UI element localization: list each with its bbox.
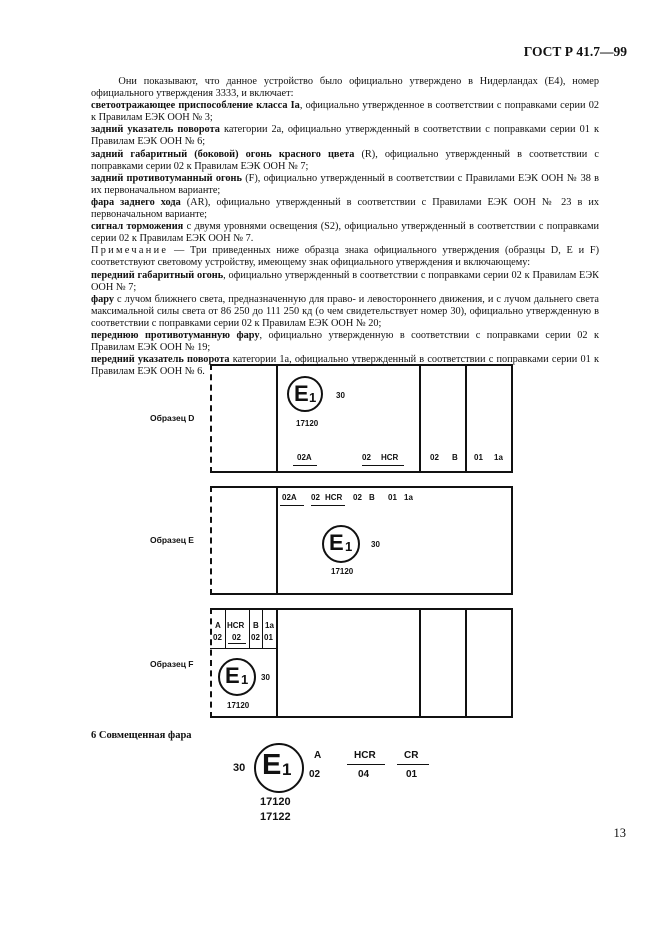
paragraph: задний габаритный (боковой) огонь красно… xyxy=(91,148,599,172)
sample-f-label: Образец F xyxy=(150,659,194,669)
code-1a: 1a xyxy=(494,453,503,462)
mark-letter: E xyxy=(294,381,309,406)
approval-circle xyxy=(218,658,256,696)
code-a: A xyxy=(314,750,322,761)
double-arrow-icon xyxy=(311,505,345,506)
approval-code: 17120 xyxy=(331,567,354,576)
paragraph: задний противотуманный огонь (F), официа… xyxy=(91,172,599,196)
code-hcr: HCR xyxy=(325,493,343,502)
paragraph: задний указатель поворота категории 2а, … xyxy=(91,124,599,148)
section-6-title: 6 Совмещенная фара xyxy=(91,730,192,741)
sample-d-frame xyxy=(210,364,513,473)
paragraph: фару с лучом ближнего света, предназначе… xyxy=(91,293,599,329)
code-hcr: HCR xyxy=(354,750,376,761)
divider xyxy=(276,608,278,718)
divider xyxy=(419,364,421,473)
approval-circle xyxy=(322,525,360,563)
code-01: 01 xyxy=(406,769,418,780)
mark-country: 1 xyxy=(241,672,249,687)
code-02: 02 xyxy=(311,493,320,502)
code-01: 01 xyxy=(264,633,273,642)
divider xyxy=(419,608,421,718)
divider xyxy=(225,609,226,648)
sample-e-frame xyxy=(210,486,513,595)
intensity-number: 30 xyxy=(371,540,380,549)
code-01: 01 xyxy=(474,453,483,462)
double-arrow-icon xyxy=(347,764,385,765)
mark-country: 1 xyxy=(309,390,317,405)
code-02: 02 xyxy=(251,633,260,642)
sample-e-label: Образец E xyxy=(150,535,194,545)
divider xyxy=(262,609,263,648)
code-hcr: HCR xyxy=(381,453,399,462)
sample-f-frame xyxy=(210,608,513,718)
approval-circle xyxy=(254,743,304,793)
note: Примечание — Три приведенных ниже образц… xyxy=(91,245,599,269)
approval-code: 17122 xyxy=(260,811,291,823)
code-02a: 02A xyxy=(282,493,297,502)
mark-country: 1 xyxy=(282,760,292,779)
divider xyxy=(465,608,467,718)
mark-letter: E xyxy=(262,749,282,781)
code-b: B xyxy=(253,621,259,630)
paragraph: Они показывают, что данное устройство бы… xyxy=(91,76,600,100)
code-hcr: HCR xyxy=(227,621,245,630)
intensity-number: 30 xyxy=(233,762,246,774)
code-01: 01 xyxy=(388,493,397,502)
code-02: 02 xyxy=(213,633,222,642)
arrow-right-icon xyxy=(293,465,317,466)
arrow-right-icon xyxy=(280,505,304,506)
page-number: 13 xyxy=(613,826,627,840)
paragraph: фара заднего хода (AR), официально утвер… xyxy=(91,196,600,221)
code-b: B xyxy=(452,453,458,462)
code-02: 02 xyxy=(430,453,439,462)
code-02a: 02A xyxy=(297,453,312,462)
divider xyxy=(210,648,276,649)
double-arrow-icon xyxy=(228,643,246,644)
body-text: Они показывают, что данное устройство бы… xyxy=(91,76,599,378)
code-02: 02 xyxy=(362,453,371,462)
mark-letter: E xyxy=(225,663,240,688)
code-b: B xyxy=(369,493,375,502)
code-1a: 1a xyxy=(265,621,274,630)
approval-circle xyxy=(287,376,323,412)
mark-letter: E xyxy=(329,530,344,555)
double-arrow-icon xyxy=(397,764,429,765)
approval-code: 17120 xyxy=(260,796,291,808)
paragraph: сигнал торможения с двумя уровнями освещ… xyxy=(91,221,600,245)
paragraph: передний габаритный огонь, официально ут… xyxy=(91,269,599,293)
approval-code: 17120 xyxy=(227,701,250,710)
code-02: 02 xyxy=(353,493,362,502)
intensity-number: 30 xyxy=(261,673,270,682)
code-1a: 1a xyxy=(404,493,413,502)
divider xyxy=(276,364,278,473)
standard-header: ГОСТ Р 41.7—99 xyxy=(523,44,627,59)
double-arrow-icon xyxy=(362,465,404,466)
code-04: 04 xyxy=(358,769,370,780)
code-02: 02 xyxy=(232,633,241,642)
approval-code: 17120 xyxy=(296,419,319,428)
divider xyxy=(249,609,250,648)
paragraph: передний указатель поворота категории 1а… xyxy=(91,354,599,378)
divider xyxy=(465,364,467,473)
sample-d-label: Образец D xyxy=(150,413,195,423)
mark-country: 1 xyxy=(345,539,353,554)
paragraph: светоотражающее приспособление класса Iа… xyxy=(91,100,599,124)
code-02: 02 xyxy=(309,769,321,780)
paragraph: переднюю противотуманную фару, официальн… xyxy=(91,329,599,354)
code-a: A xyxy=(215,621,221,630)
intensity-number: 30 xyxy=(336,391,345,400)
divider xyxy=(276,486,278,595)
code-cr: CR xyxy=(404,750,419,761)
